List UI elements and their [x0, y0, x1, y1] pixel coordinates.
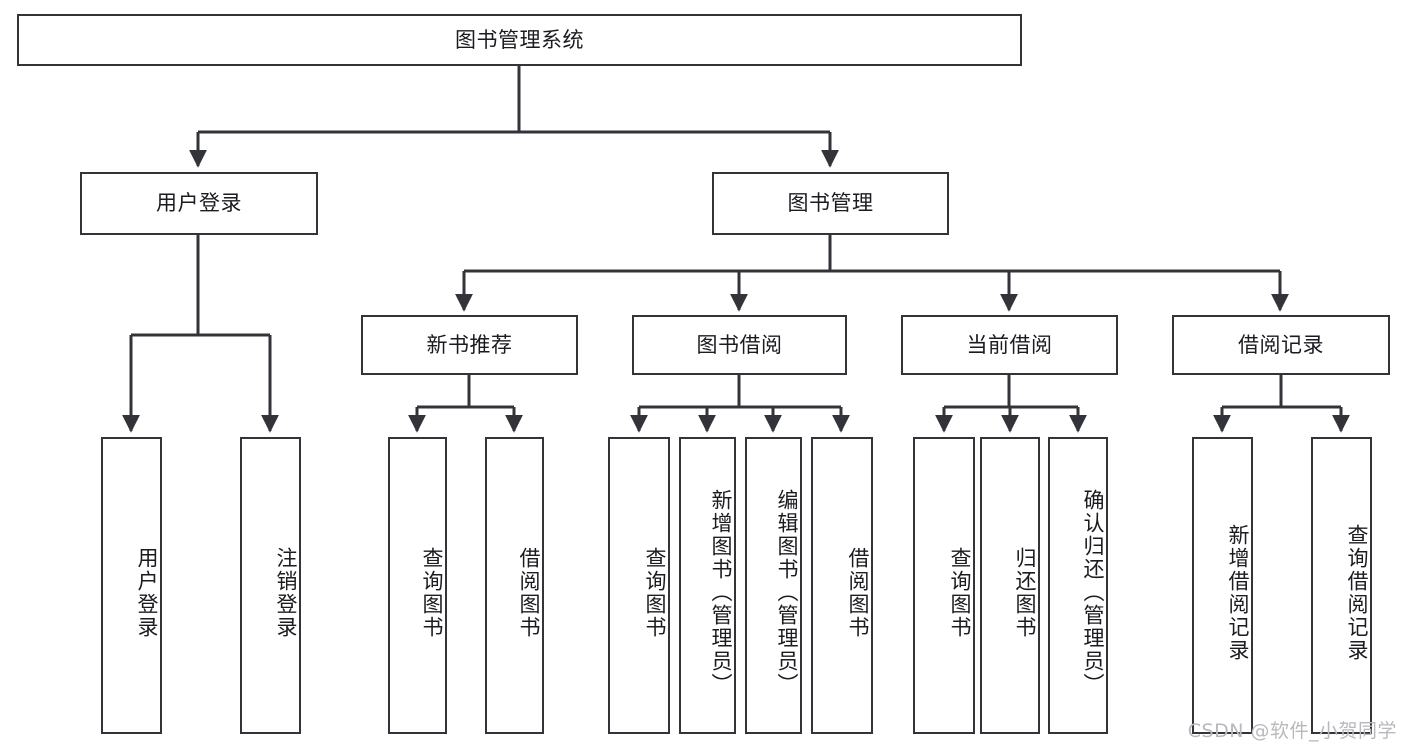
node-borrow-record[interactable]: 借阅记录 — [1172, 315, 1390, 375]
node-current-borrow-label: 当前借阅 — [966, 332, 1053, 357]
node-leaf-return-book[interactable]: 归还图书 — [980, 437, 1040, 734]
node-book-manage-label: 图书管理 — [787, 191, 874, 216]
node-leaf-borrow-book-1-label: 借阅图书 — [517, 546, 541, 639]
node-leaf-query-book-3-label: 查询图书 — [948, 546, 972, 639]
node-leaf-confirm-return-label: 确认归还（管理员） — [1081, 489, 1105, 696]
node-leaf-add-book-label: 新增图书（管理员） — [709, 489, 733, 696]
node-leaf-add-record[interactable]: 新增借阅记录 — [1192, 437, 1253, 734]
node-user-login-label: 用户登录 — [156, 191, 242, 216]
node-leaf-query-record-label: 查询借阅记录 — [1345, 523, 1369, 662]
node-leaf-edit-book[interactable]: 编辑图书（管理员） — [745, 437, 802, 734]
node-book-manage[interactable]: 图书管理 — [712, 172, 949, 235]
node-leaf-logout[interactable]: 注销登录 — [240, 437, 301, 734]
node-leaf-user-login-label: 用户登录 — [135, 546, 159, 639]
node-book-borrow[interactable]: 图书借阅 — [632, 315, 847, 375]
node-leaf-confirm-return[interactable]: 确认归还（管理员） — [1048, 437, 1108, 734]
node-leaf-borrow-book-2[interactable]: 借阅图书 — [811, 437, 873, 734]
node-leaf-query-record[interactable]: 查询借阅记录 — [1311, 437, 1372, 734]
node-leaf-query-book-2-label: 查询图书 — [643, 546, 667, 639]
node-new-book-recommend[interactable]: 新书推荐 — [361, 315, 578, 375]
node-borrow-record-label: 借阅记录 — [1238, 332, 1324, 357]
node-leaf-query-book-2[interactable]: 查询图书 — [608, 437, 670, 734]
node-leaf-borrow-book-2-label: 借阅图书 — [846, 546, 870, 639]
node-leaf-logout-label: 注销登录 — [274, 546, 298, 639]
node-leaf-query-book-1[interactable]: 查询图书 — [388, 437, 447, 734]
node-root-label: 图书管理系统 — [455, 27, 584, 52]
node-current-borrow[interactable]: 当前借阅 — [901, 315, 1118, 375]
node-user-login[interactable]: 用户登录 — [80, 172, 318, 235]
node-new-book-recommend-label: 新书推荐 — [426, 332, 513, 357]
node-leaf-edit-book-label: 编辑图书（管理员） — [775, 489, 799, 696]
node-leaf-return-book-label: 归还图书 — [1013, 546, 1037, 639]
node-leaf-query-book-1-label: 查询图书 — [420, 546, 444, 639]
node-leaf-add-record-label: 新增借阅记录 — [1226, 523, 1250, 662]
node-root[interactable]: 图书管理系统 — [17, 14, 1022, 66]
node-leaf-query-book-3[interactable]: 查询图书 — [913, 437, 975, 734]
node-book-borrow-label: 图书借阅 — [696, 332, 783, 357]
node-leaf-borrow-book-1[interactable]: 借阅图书 — [485, 437, 544, 734]
node-leaf-add-book[interactable]: 新增图书（管理员） — [679, 437, 736, 734]
node-leaf-user-login[interactable]: 用户登录 — [101, 437, 162, 734]
